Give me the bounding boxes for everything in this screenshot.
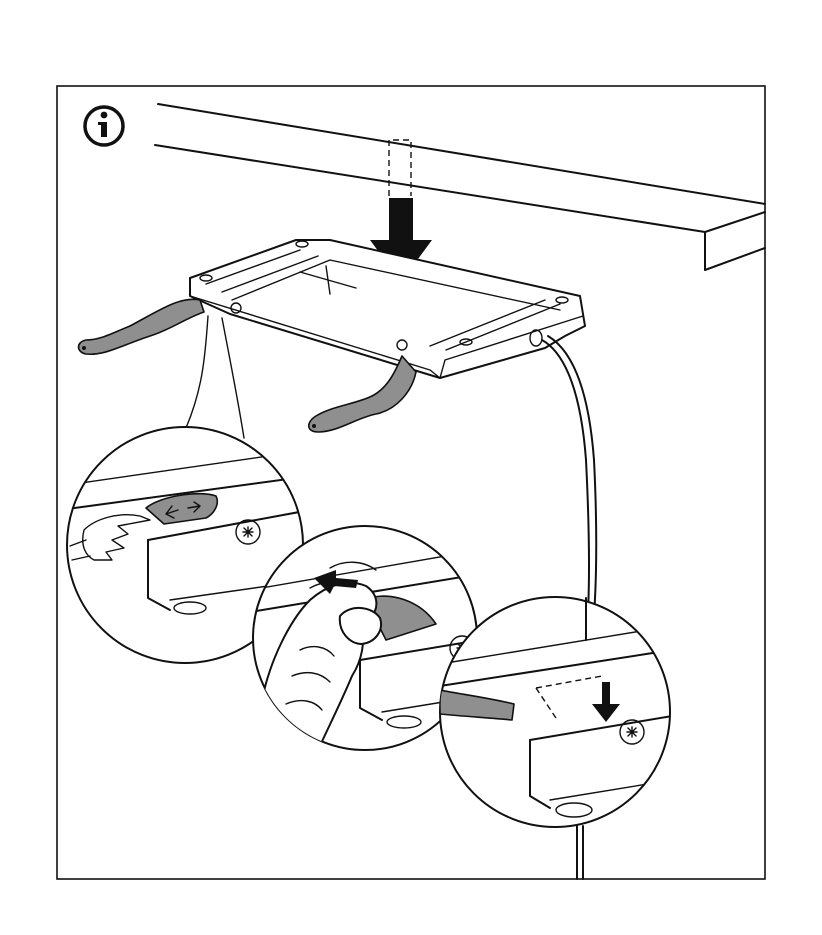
detail-circle-3: [440, 597, 672, 827]
adhesive-strip-left: [79, 299, 205, 354]
detail-callout-wedge: [186, 316, 244, 438]
table-top: [155, 104, 765, 270]
adhesive-strip-right: [309, 356, 416, 432]
info-icon: [85, 107, 123, 145]
wireless-charger: [190, 240, 585, 378]
